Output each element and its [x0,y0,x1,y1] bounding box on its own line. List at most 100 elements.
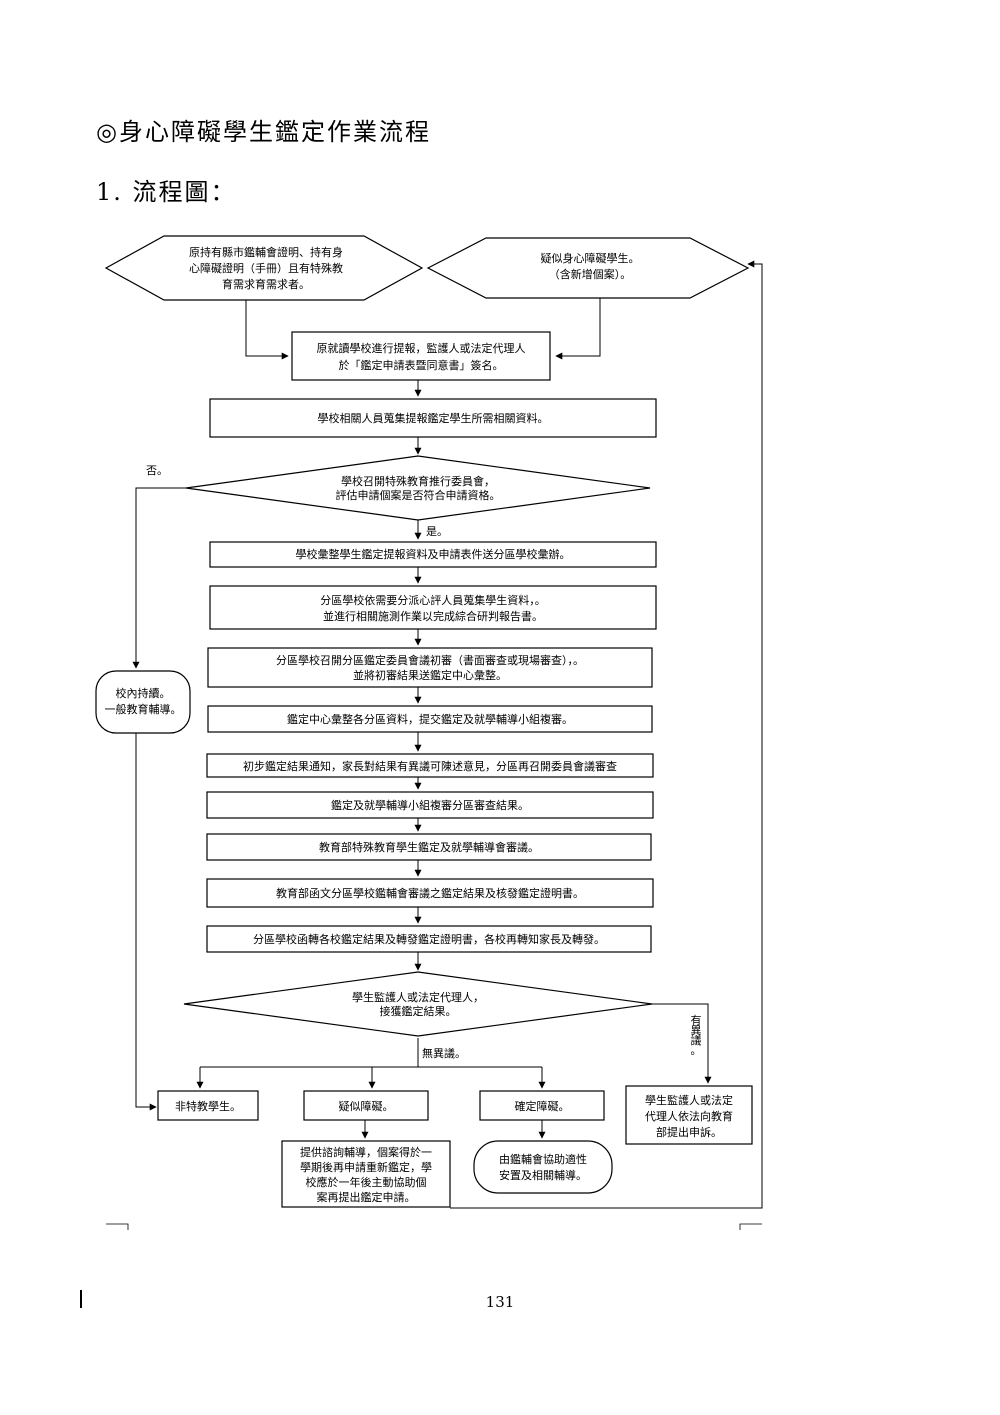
step7-line: 初步鑑定結果通知，家長對結果有異議可陳述意見，分區再召開委員會議審查 [243,759,617,773]
school-continue-box [95,670,191,734]
suspected-follow-box [281,1140,451,1208]
step2-text: 學校相關人員蒐集提報鑑定學生所需相關資料。 [318,411,549,425]
step5-line: 分區學校召開分區鑑定委員會議初審（書面審查或現場審查），。 [276,653,584,667]
step4-line: 並進行相關施測作業以完成綜合研判報告書。 [323,609,543,623]
decision2-text: 學生監護人或法定代理人，接獲鑑定結果。 [352,990,484,1018]
school-continue-line: 校內持續。 [116,686,171,700]
step1-text: 原就讀學校進行提報，監護人或法定代理人於「鑑定申請表暨同意書」簽名。 [317,341,526,372]
result-confirmed-line: 確定障礙。 [515,1099,570,1113]
decision1-diamond [185,455,651,521]
appeal-text: 學生監護人或法定代理人依法向教育部提出申訴。 [645,1093,733,1139]
step11-line: 分區學校函轉各校鑑定結果及轉發鑑定證明書，各校再轉知家長及轉發。 [253,932,605,946]
start-left-line: 育需求育需求者。 [222,277,310,291]
step8-box [206,791,654,819]
step8-text: 鑑定及就學輔導小組複審分區審查結果。 [331,798,529,812]
step4-text: 分區學校依需要分派心評人員蒐集學生資料，。並進行相關施測作業以完成綜合研判報告書… [320,593,546,623]
start-left-text: 原持有縣市鑑輔會證明、持有身心障礙證明（手冊）且有特殊教育需求育需求者。 [189,245,343,291]
step4-line: 分區學校依需要分派心評人員蒐集學生資料，。 [320,593,546,607]
result-suspected-box [303,1090,429,1121]
decision2-line: 學生監護人或法定代理人， [352,990,484,1004]
objection-line: 異 [691,1024,702,1037]
step10-text: 教育部函文分區學校鑑輔會審議之鑑定結果及核發鑑定證明書。 [276,886,584,900]
step1-line: 原就讀學校進行提報，監護人或法定代理人 [317,341,526,355]
step7-text: 初步鑑定結果通知，家長對結果有異議可陳述意見，分區再召開委員會議審查 [243,759,617,773]
edge-school-to-non [135,733,157,1111]
step2-line: 學校相關人員蒐集提報鑑定學生所需相關資料。 [318,411,549,425]
step11-box [206,925,652,953]
step4-box [209,585,657,630]
result-non-text: 非特教學生。 [175,1099,241,1113]
step11-text: 分區學校函轉各校鑑定結果及轉發鑑定證明書，各校再轉知家長及轉發。 [253,932,605,946]
suspected-follow-text: 提供諮詢輔導，個案得於一學期後再申請重新鑑定，學校應於一年後主動協助個案再提出鑑… [300,1145,432,1204]
edge-left-start-to-step1 [245,298,289,360]
page-number: 131 [485,1293,515,1311]
step6-text: 鑑定中心彙整各分區資料，提交鑑定及就學輔導小組複審。 [287,712,573,726]
no-label: 否。 [146,464,168,477]
school-continue-line: 一般教育輔導。 [105,702,182,716]
confirmed-follow-box [473,1140,613,1194]
step5-box [207,647,653,688]
suspected-follow-line: 提供諮詢輔導，個案得於一 [300,1145,432,1159]
result-confirmed-box [479,1090,605,1121]
start-hexagon-left [104,235,424,301]
decision2-diamond [183,971,653,1037]
section-heading: 1. 流程圖： [96,178,237,206]
suspected-follow-line: 校應於一年後主動協助個 [306,1175,427,1189]
edge-return-loop [450,260,763,1209]
step2-box [209,398,657,438]
step8-line: 鑑定及就學輔導小組複審分區審查結果。 [331,798,529,812]
margin-bar [80,1290,82,1308]
confirmed-follow-text: 由鑑輔會協助適性安置及相關輔導。 [499,1152,587,1182]
school-continue-text: 校內持續。一般教育輔導。 [105,686,182,716]
start-hexagon-right [426,237,750,299]
objection-line: 。 [691,1044,702,1057]
result-non-box [157,1090,259,1121]
step1-line: 於「鑑定申請表暨同意書」簽名。 [339,358,504,372]
edge-decision1-no [132,487,186,669]
suspected-follow-line: 案再提出鑑定申請。 [317,1190,416,1204]
appeal-box [625,1085,753,1145]
start-right-line: （含新增個案）。 [549,267,632,281]
objection-line: 有 [691,1013,702,1027]
start-right-line: 疑似身心障礙學生。 [541,251,640,265]
result-suspected-text: 疑似障礙。 [339,1099,394,1113]
confirmed-follow-line: 由鑑輔會協助適性 [499,1152,587,1166]
step6-line: 鑑定中心彙整各分區資料，提交鑑定及就學輔導小組複審。 [287,712,573,726]
step9-line: 教育部特殊教育學生鑑定及就學輔導會審議。 [319,840,539,854]
no-objection-label: 無異議。 [422,1046,466,1060]
page-title: ◎身心障礙學生鑑定作業流程 [96,118,431,146]
step5-line: 並將初審結果送鑑定中心彙整。 [353,668,507,682]
objection-label: 有異議。 [691,1013,702,1057]
start-left-line: 原持有縣市鑑輔會證明、持有身 [189,245,343,259]
connectors [132,260,763,1209]
decision2-line: 接獲鑑定結果。 [380,1004,457,1018]
decision1-text: 學校召開特殊教育推行委員會，評估申請個案是否符合申請資格。 [336,474,501,502]
step9-text: 教育部特殊教育學生鑑定及就學輔導會審議。 [319,840,539,854]
objection-line: 議 [691,1033,702,1047]
step10-box [206,878,654,908]
appeal-line: 學生監護人或法定 [645,1093,733,1107]
appeal-line: 部提出申訴。 [656,1125,722,1139]
step5-text: 分區學校召開分區鑑定委員會議初審（書面審查或現場審查），。並將初審結果送鑑定中心… [276,653,584,682]
suspected-follow-line: 學期後再申請重新鑑定，學 [300,1160,432,1174]
decision1-line: 學校召開特殊教育推行委員會， [341,474,495,488]
step6-box [207,705,653,733]
result-suspected-line: 疑似障礙。 [339,1099,394,1113]
appeal-line: 代理人依法向教育 [645,1109,733,1123]
decision1-line: 評估申請個案是否符合申請資格。 [336,488,501,502]
confirmed-follow-line: 安置及相關輔導。 [499,1168,587,1182]
step3-box [209,541,657,568]
result-confirmed-text: 確定障礙。 [515,1099,570,1113]
crop-marks [106,1223,762,1230]
start-left-line: 心障礙證明（手冊）且有特殊教 [189,261,343,275]
step9-box [206,833,652,861]
start-right-text: 疑似身心障礙學生。 （含新增個案）。 [541,251,640,281]
edge-decision2-objection [652,1003,712,1084]
step1-box [291,331,551,381]
edge-right-start-to-step1 [555,298,601,360]
step10-line: 教育部函文分區學校鑑輔會審議之鑑定結果及核發鑑定證明書。 [276,886,584,900]
step7-box [206,753,654,778]
step3-line: 學校彙整學生鑑定提報資料及申請表件送分區學校彙辦。 [296,547,571,561]
step3-text: 學校彙整學生鑑定提報資料及申請表件送分區學校彙辦。 [296,547,571,561]
